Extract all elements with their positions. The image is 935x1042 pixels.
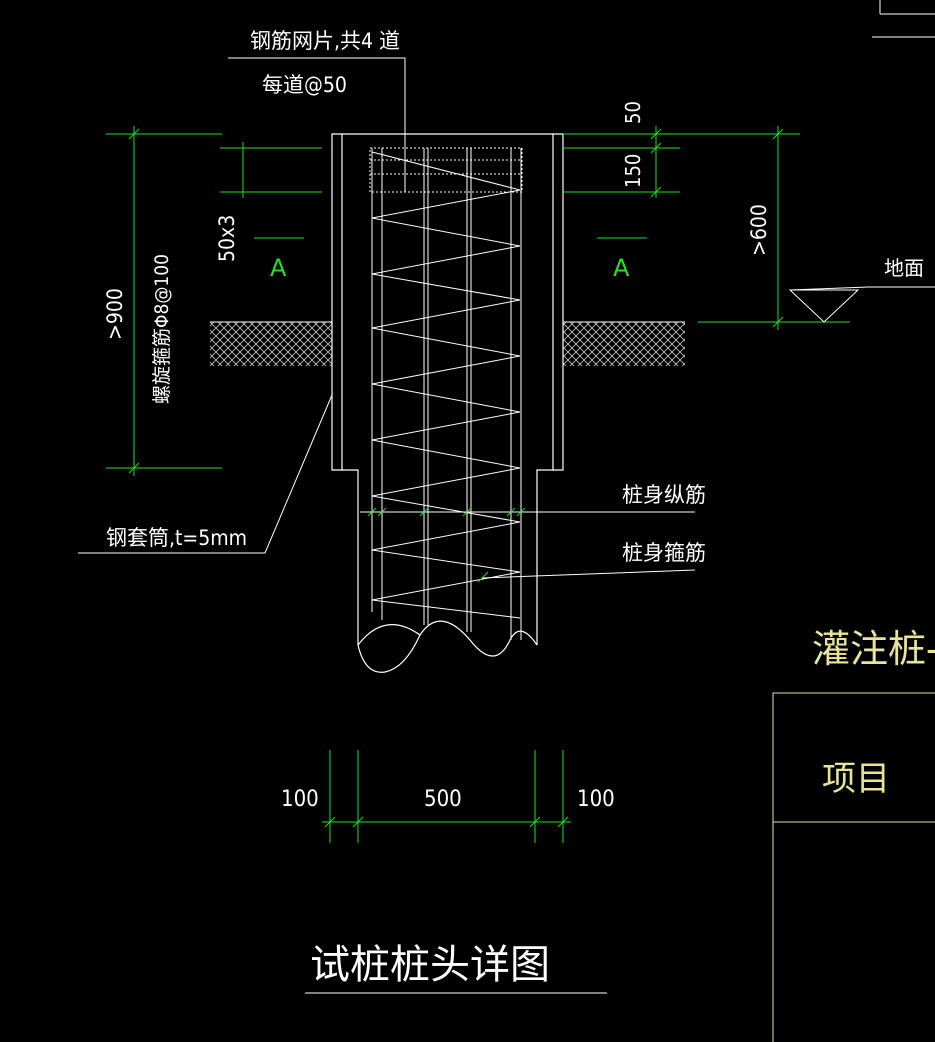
leader-lines: [78, 57, 935, 994]
title-block: [772, 692, 935, 1042]
drawing-title: 试桩桩头详图: [310, 942, 550, 988]
break-line: [357, 620, 538, 673]
ground-label: 地面: [884, 256, 924, 280]
title-block-item-label: 项目: [822, 759, 890, 799]
dim-100-left: 100: [281, 787, 319, 812]
longitudinal-bars: [371, 148, 522, 640]
spiral-stirrup: [371, 151, 521, 619]
long-bar-label: 桩身纵筋: [622, 483, 706, 507]
steel-sleeve-label: 钢套筒,t=5mm: [106, 526, 247, 550]
steel-mesh: [369, 147, 523, 193]
pile-stirrup-label: 桩身箍筋: [622, 541, 706, 565]
dim-600: >600: [747, 204, 771, 256]
dim-500: 500: [424, 787, 462, 812]
dim-50-top: 50: [621, 101, 645, 124]
section-mark-right: A: [613, 254, 630, 282]
pile-outline: [331, 133, 564, 645]
ground-symbol: [788, 286, 869, 323]
dimension-lines: [106, 126, 850, 843]
soil-hatch: [210, 321, 685, 366]
dim-50x3: 50x3: [215, 215, 239, 262]
dim-150: 150: [621, 154, 645, 188]
spiral-stirrup-label: 螺旋箍筋Φ8@100: [151, 254, 173, 404]
dim-100-right: 100: [577, 787, 615, 812]
mesh-label-line1: 钢筋网片,共4 道: [250, 29, 400, 53]
section-mark-left: A: [270, 254, 287, 282]
bar-callout-ticks: [367, 507, 526, 583]
dim-900: >900: [103, 288, 127, 340]
corner-frame-fragment: [872, 0, 935, 38]
title-block-heading: 灌注桩-: [812, 627, 935, 671]
mesh-label-line2: 每道@50: [262, 73, 347, 97]
